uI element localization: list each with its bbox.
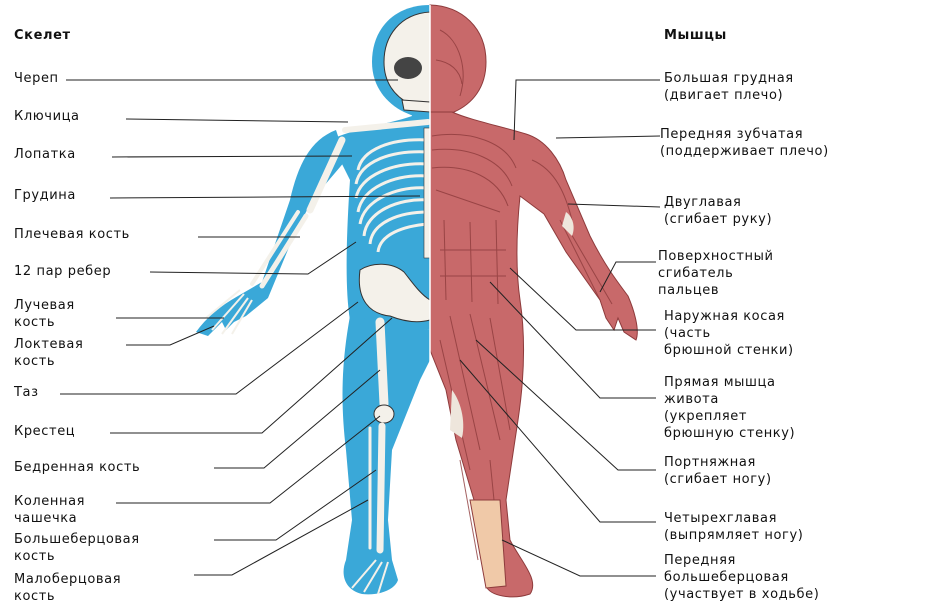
label-rectus-abdominis: Прямая мышца живота (укрепляет брюшную с…: [664, 374, 795, 442]
label-serratus-anterior: Передняя зубчатая (поддерживает плечо): [660, 126, 829, 160]
label-sacrum: Крестец: [14, 423, 75, 440]
label-ulna: Локтевая кость: [14, 336, 83, 370]
label-fibula: Малоберцовая кость: [14, 571, 121, 605]
muscle-half: [430, 5, 637, 597]
label-pelvis: Таз: [14, 384, 39, 401]
label-pectoralis-major: Большая грудная (двигает плечо): [664, 70, 794, 104]
label-ribs: 12 пар ребер: [14, 263, 111, 280]
label-tibia: Большеберцовая кость: [14, 531, 140, 565]
label-clavicle: Ключица: [14, 108, 80, 125]
skeleton-half: [196, 5, 430, 594]
label-sternum: Грудина: [14, 187, 76, 204]
label-flexor-digitorum: Поверхностный сгибатель пальцев: [658, 248, 774, 299]
label-patella: Коленная чашечка: [14, 493, 85, 527]
label-external-oblique: Наружная косая (часть брюшной стенки): [664, 308, 794, 359]
label-scapula: Лопатка: [14, 146, 76, 163]
label-femur: Бедренная кость: [14, 459, 140, 476]
label-humerus: Плечевая кость: [14, 226, 130, 243]
label-radius: Лучевая кость: [14, 297, 75, 331]
label-quadriceps: Четырехглавая (выпрямляет ногу): [664, 510, 803, 544]
label-tibialis-anterior: Передняя большеберцовая (участвует в ход…: [664, 552, 819, 603]
label-sartorius: Портняжная (сгибает ногу): [664, 454, 772, 488]
label-skull: Череп: [14, 70, 59, 87]
label-biceps: Двуглавая (сгибает руку): [664, 194, 772, 228]
